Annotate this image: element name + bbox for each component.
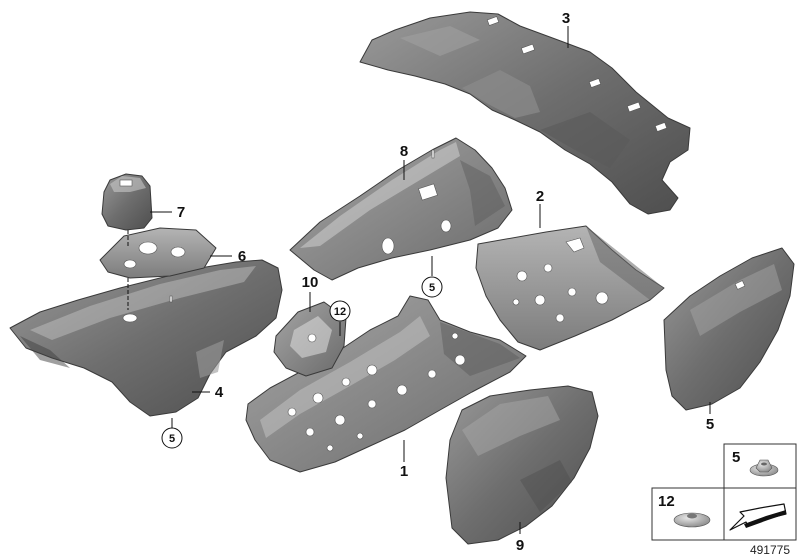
callout-9: 9 <box>516 537 524 554</box>
heat-shield-part-1 <box>245 295 527 473</box>
callout-3: 3 <box>562 10 570 27</box>
nut-icon <box>749 459 779 477</box>
legend: 5 12 <box>651 443 797 541</box>
callout-6: 6 <box>238 248 246 265</box>
heat-shield-part-6 <box>99 227 217 279</box>
callout-7: 7 <box>177 204 185 221</box>
callout-11: 10 <box>302 274 319 291</box>
heat-shield-part-11 <box>273 301 347 377</box>
direction-arrow-icon <box>729 503 787 531</box>
callouts: 3 8 2 7 6 4 10 1 9 5 5 5 12 <box>161 10 714 554</box>
callout-10: 5 <box>706 416 714 433</box>
callout-12: 12 <box>334 306 346 318</box>
callout-5a: 5 <box>429 282 435 294</box>
heat-shield-part-4 <box>9 259 283 417</box>
heat-shield-part-2 <box>475 225 665 351</box>
heat-shield-part-9 <box>445 385 599 545</box>
heat-shield-part-7 <box>101 173 153 231</box>
callout-5-circle-a <box>421 276 443 298</box>
legend-label-5: 5 <box>732 449 740 466</box>
callout-1: 1 <box>400 463 408 480</box>
callout-4: 4 <box>215 384 224 401</box>
heat-shield-part-8 <box>289 137 513 281</box>
leader-lines <box>150 26 711 534</box>
legend-label-12: 12 <box>658 493 675 510</box>
heat-shield-part-3 <box>359 11 691 215</box>
reference-number: 491775 <box>750 543 790 557</box>
callout-12-circle <box>329 300 351 322</box>
callout-5b: 5 <box>169 433 175 445</box>
heat-shield-part-10 <box>663 247 795 411</box>
callout-5-circle-b <box>161 427 183 449</box>
callout-2: 2 <box>536 188 544 205</box>
callout-8: 8 <box>400 143 408 160</box>
clip-icon <box>673 512 711 528</box>
